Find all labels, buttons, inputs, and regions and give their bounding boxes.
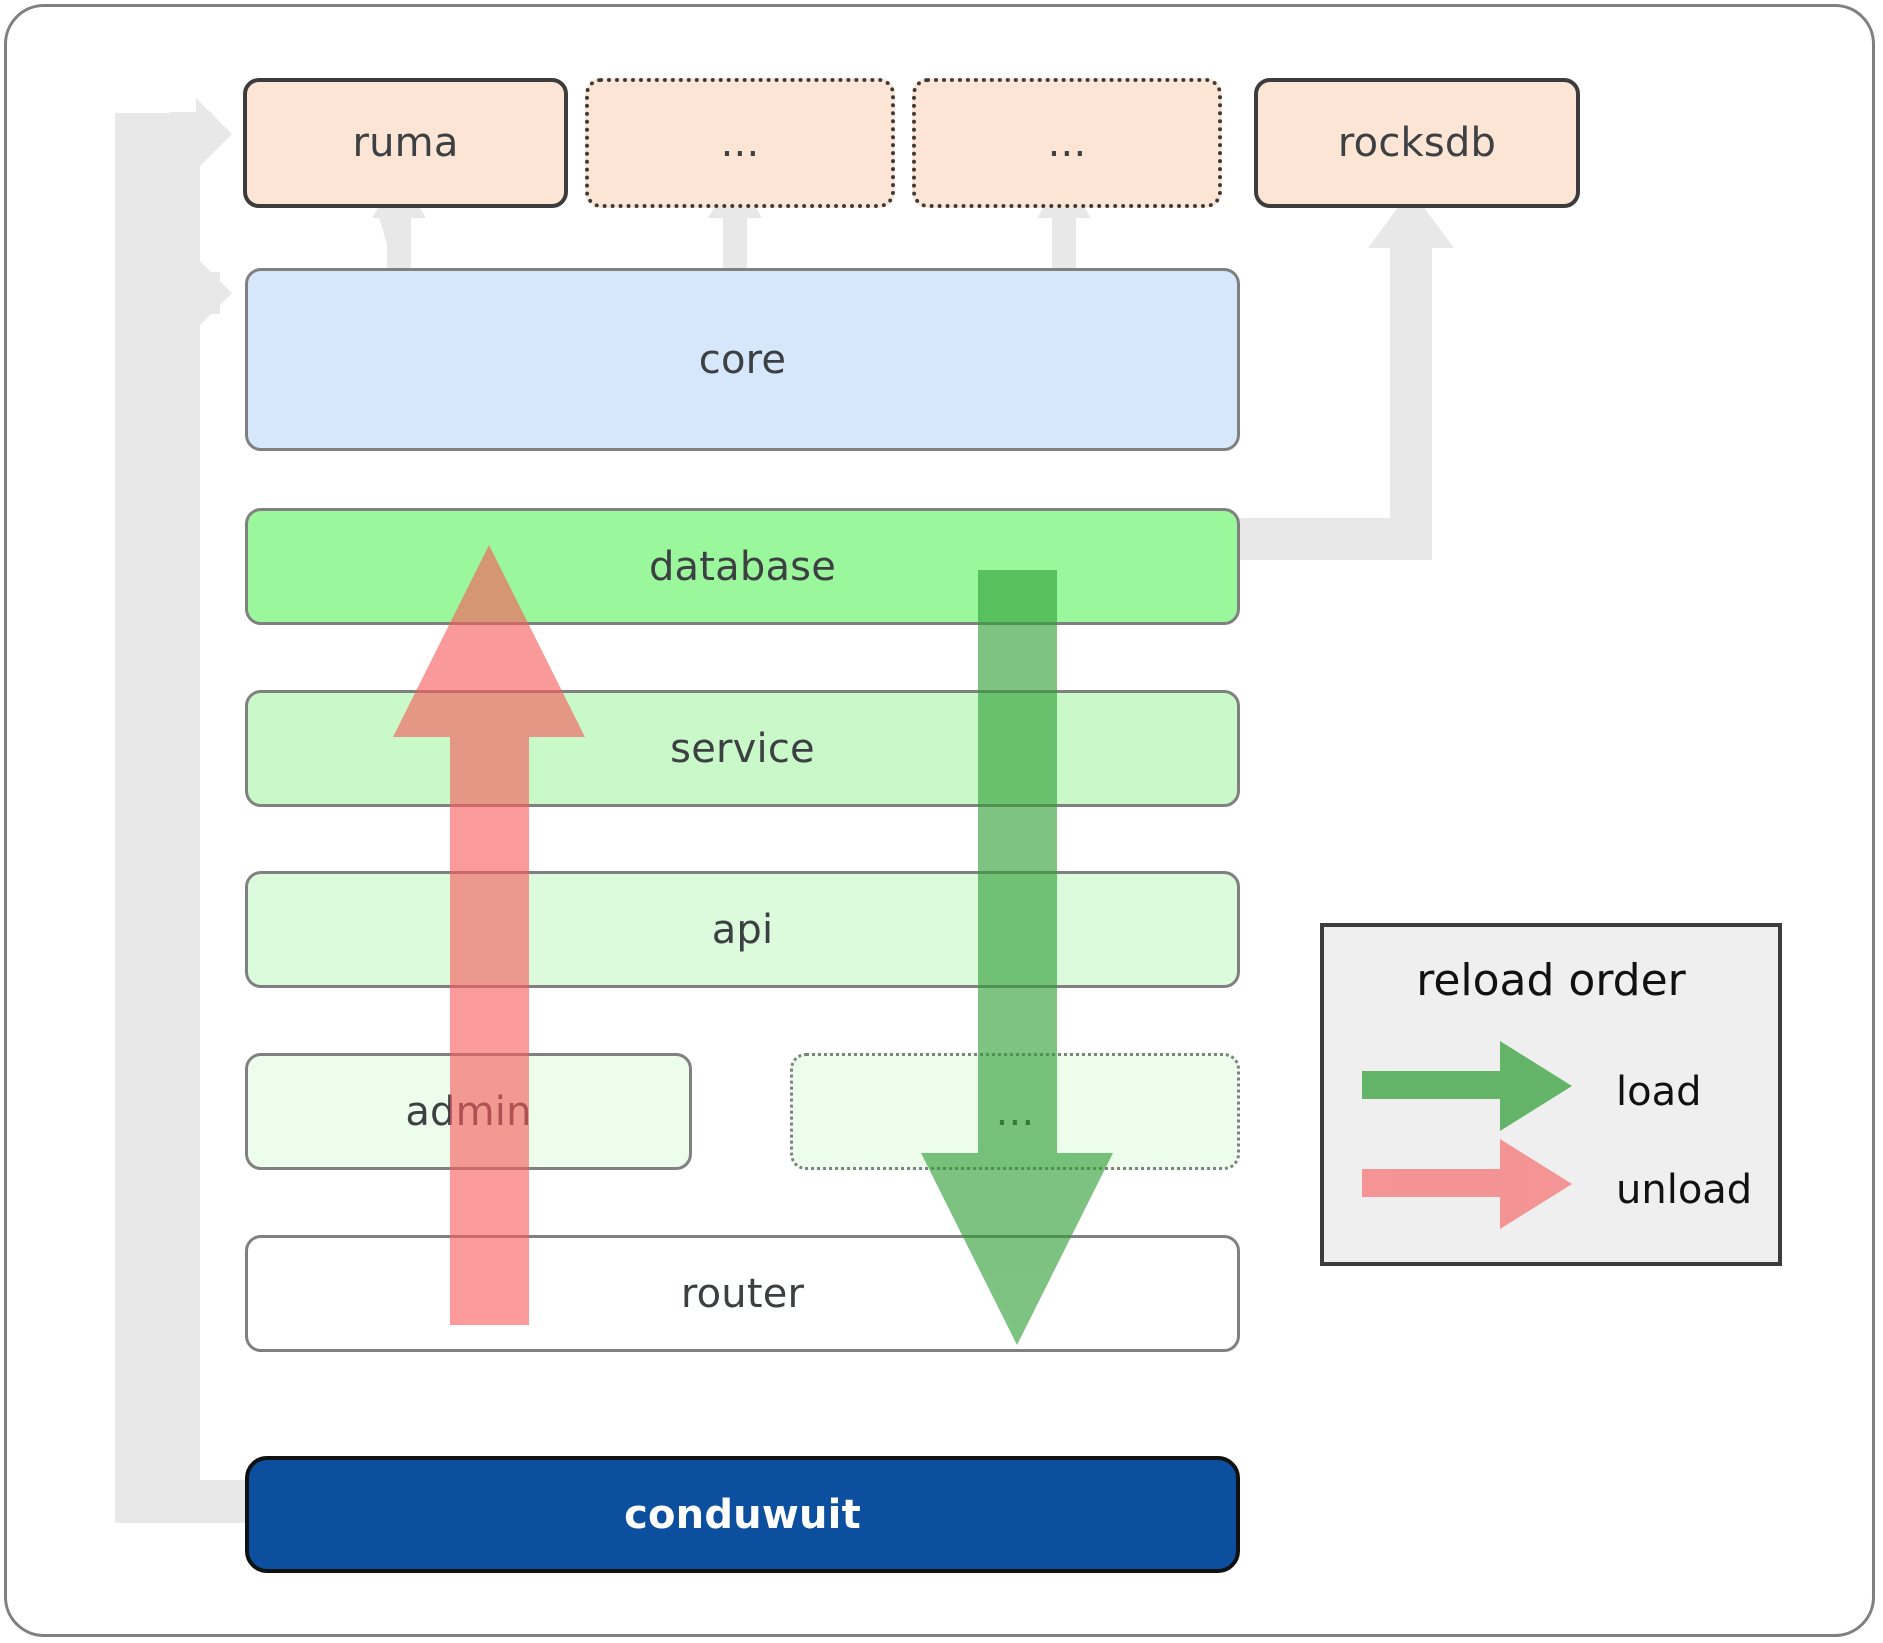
- legend-load-arrow: [1362, 1041, 1572, 1131]
- node-dots-mid[interactable]: ...: [790, 1053, 1240, 1170]
- node-admin[interactable]: admin: [245, 1053, 692, 1170]
- legend-title: reload order: [1416, 955, 1686, 1006]
- node-api-label: api: [711, 906, 774, 953]
- node-rocksdb[interactable]: rocksdb: [1254, 78, 1580, 208]
- node-core[interactable]: core: [245, 268, 1240, 451]
- legend-reload-order: reload order load unload: [1320, 923, 1782, 1266]
- node-ruma[interactable]: ruma: [243, 78, 568, 208]
- node-database[interactable]: database: [245, 508, 1240, 625]
- node-dots-top-2[interactable]: ...: [912, 78, 1222, 208]
- legend-unload-arrow: [1362, 1139, 1572, 1229]
- node-dots-top-2-label: ...: [1047, 120, 1087, 166]
- node-core-label: core: [698, 336, 787, 383]
- node-conduwuit-label: conduwuit: [624, 1491, 861, 1538]
- node-dots-top-1-label: ...: [720, 120, 760, 166]
- node-database-label: database: [648, 543, 837, 590]
- legend-label-unload: unload: [1616, 1167, 1753, 1213]
- node-api[interactable]: api: [245, 871, 1240, 988]
- node-service-label: service: [670, 725, 815, 772]
- node-router[interactable]: router: [245, 1235, 1240, 1352]
- node-ruma-label: ruma: [352, 120, 459, 166]
- node-admin-label: admin: [405, 1088, 532, 1135]
- node-dots-mid-label: ...: [995, 1088, 1035, 1135]
- node-dots-top-1[interactable]: ...: [585, 78, 895, 208]
- node-conduwuit[interactable]: conduwuit: [245, 1456, 1240, 1573]
- legend-arrow-svg: [1362, 1041, 1572, 1229]
- node-rocksdb-label: rocksdb: [1337, 120, 1497, 166]
- legend-label-load: load: [1616, 1069, 1702, 1115]
- node-service[interactable]: service: [245, 690, 1240, 807]
- node-router-label: router: [680, 1270, 805, 1317]
